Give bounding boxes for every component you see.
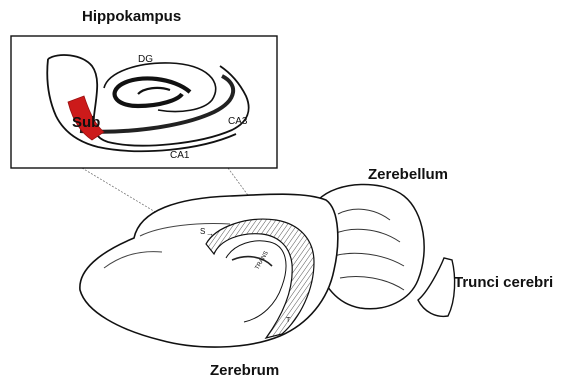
inset-label-dg: DG [138,54,153,65]
inset-label-ca1: CA1 [170,150,190,161]
inset-label-ca3: CA3 [228,116,248,127]
label-cerebrum: Zerebrum [210,362,279,379]
brain-label-s: S [200,227,205,236]
brain-label-t: T [286,317,291,324]
brainstem-shape [418,258,455,316]
inset-label-sub: Sub [72,114,100,131]
arrow-icon: → [206,229,214,238]
label-brainstem: Trunci cerebri [454,274,553,291]
label-cerebellum: Zerebellum [368,166,448,183]
